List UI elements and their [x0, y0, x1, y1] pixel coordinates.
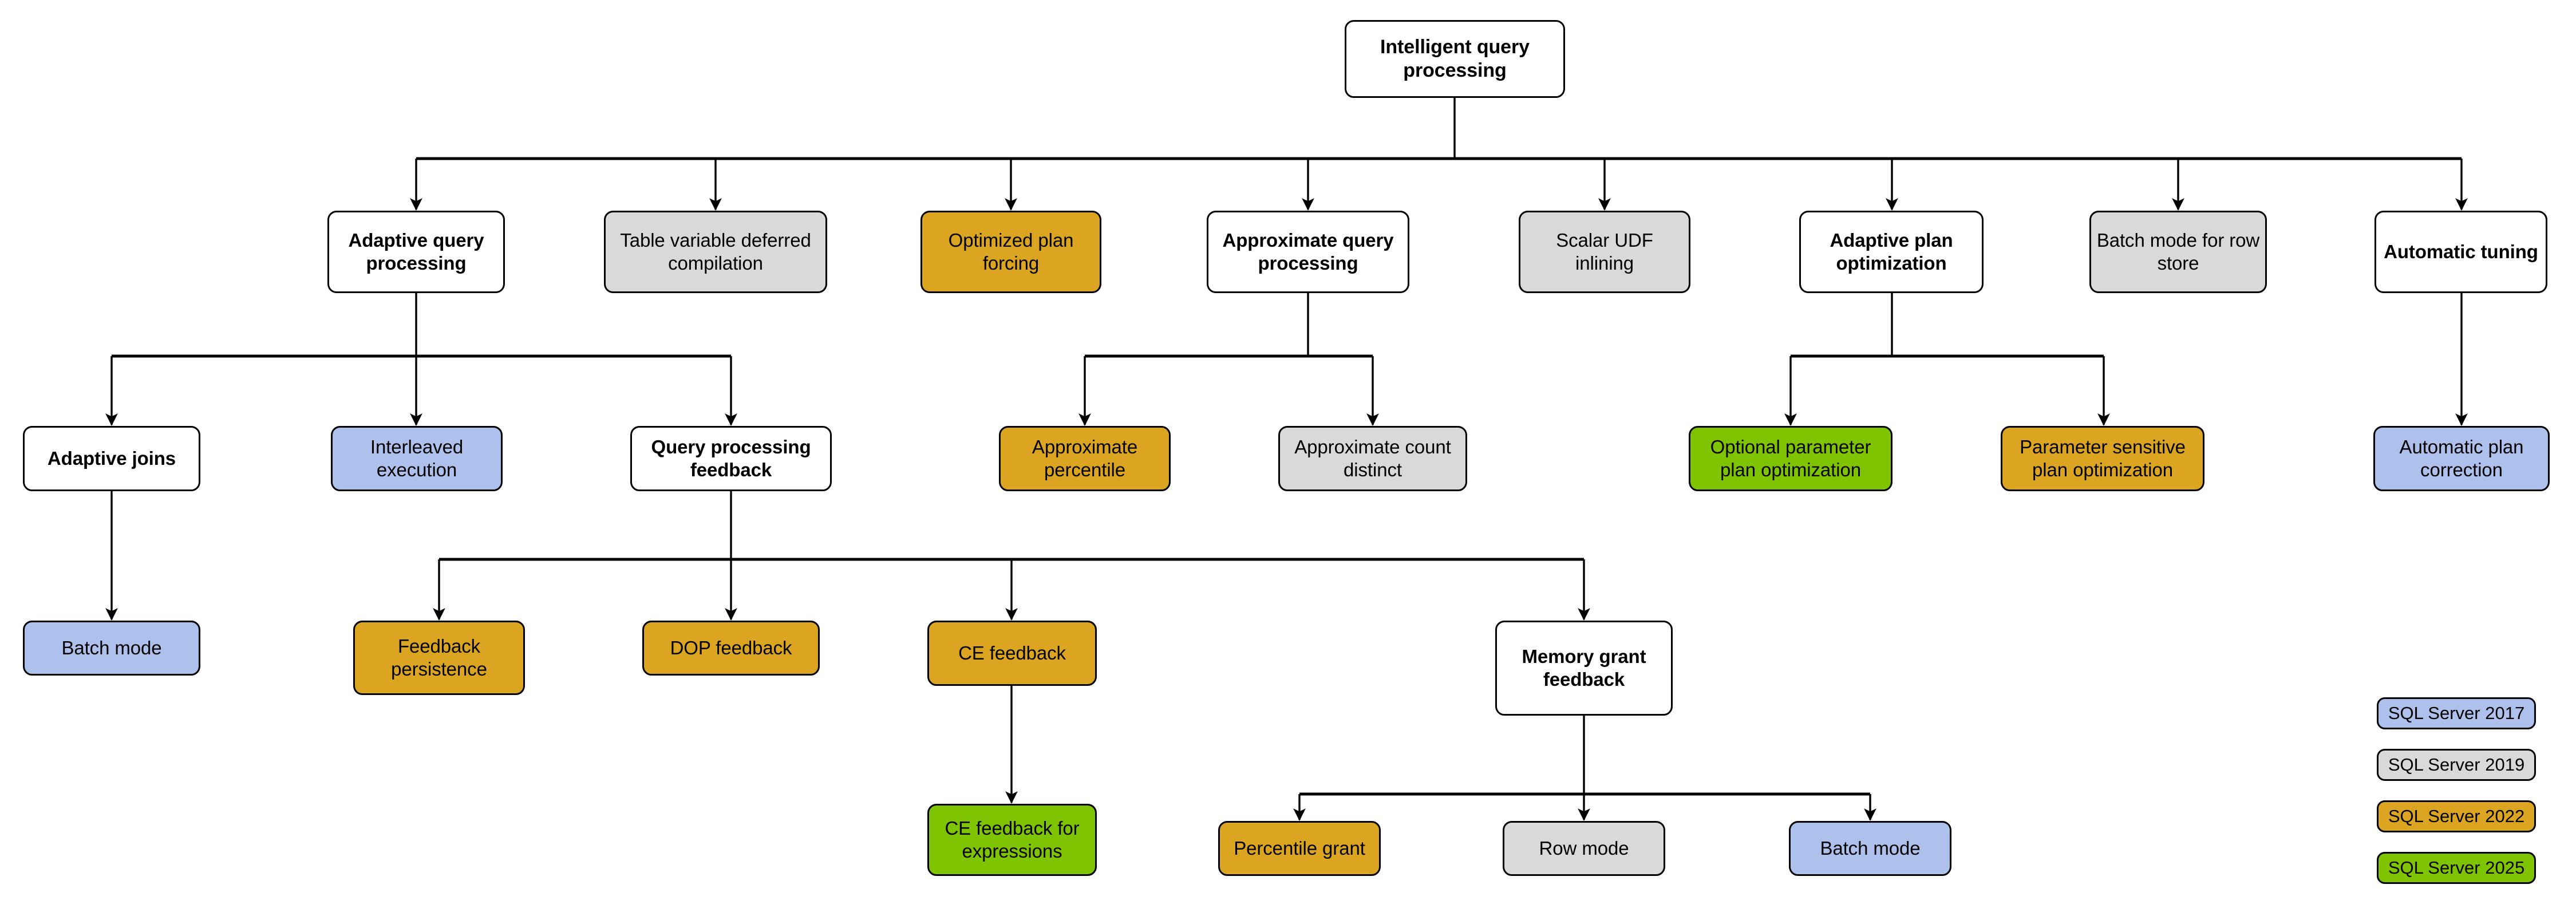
- node-approximate-count-distinct[interactable]: Approximate count distinct: [1278, 426, 1467, 491]
- node-approximate-query-processing[interactable]: Approximate query processing: [1207, 211, 1409, 293]
- node-ce-feedback-for-expressions[interactable]: CE feedback for expressions: [927, 804, 1097, 876]
- node-automatic-tuning[interactable]: Automatic tuning: [2374, 211, 2547, 293]
- node-intelligent-query-processing[interactable]: Intelligent query processing: [1345, 20, 1565, 98]
- node-parameter-sensitive-plan-optimization[interactable]: Parameter sensitive plan optimization: [2001, 426, 2204, 491]
- node-adaptive-plan-optimization[interactable]: Adaptive plan optimization: [1799, 211, 1984, 293]
- node-approximate-percentile[interactable]: Approximate percentile: [999, 426, 1171, 491]
- node-memory-grant-feedback[interactable]: Memory grant feedback: [1495, 621, 1673, 716]
- node-feedback-persistence[interactable]: Feedback persistence: [353, 621, 525, 695]
- legend-label: SQL Server 2017: [2388, 703, 2525, 723]
- node-dop-feedback[interactable]: DOP feedback: [642, 621, 820, 676]
- node-batch-mode-memory-grant[interactable]: Batch mode: [1789, 821, 1951, 876]
- legend-label: SQL Server 2025: [2388, 858, 2525, 878]
- node-ce-feedback[interactable]: CE feedback: [927, 621, 1097, 686]
- legend-item-sql-server-2022: SQL Server 2022: [2377, 800, 2536, 832]
- node-automatic-plan-correction[interactable]: Automatic plan correction: [2373, 426, 2550, 491]
- node-batch-mode-for-row-store[interactable]: Batch mode for row store: [2089, 211, 2267, 293]
- node-percentile-grant[interactable]: Percentile grant: [1218, 821, 1381, 876]
- node-table-variable-deferred-compilation[interactable]: Table variable deferred compilation: [604, 211, 827, 293]
- node-batch-mode-adaptive-joins[interactable]: Batch mode: [23, 621, 200, 676]
- node-optimized-plan-forcing[interactable]: Optimized plan forcing: [920, 211, 1101, 293]
- node-interleaved-execution[interactable]: Interleaved execution: [331, 426, 503, 491]
- node-optional-parameter-plan-optimization[interactable]: Optional parameter plan optimization: [1689, 426, 1893, 491]
- node-scalar-udf-inlining[interactable]: Scalar UDF inlining: [1519, 211, 1690, 293]
- node-adaptive-joins[interactable]: Adaptive joins: [23, 426, 200, 491]
- node-row-mode[interactable]: Row mode: [1503, 821, 1665, 876]
- node-query-processing-feedback[interactable]: Query processing feedback: [630, 426, 832, 491]
- legend-label: SQL Server 2019: [2388, 755, 2525, 775]
- legend-label: SQL Server 2022: [2388, 806, 2525, 826]
- node-adaptive-query-processing[interactable]: Adaptive query processing: [327, 211, 505, 293]
- legend-item-sql-server-2019: SQL Server 2019: [2377, 749, 2536, 781]
- legend-item-sql-server-2017: SQL Server 2017: [2377, 697, 2536, 729]
- legend-item-sql-server-2025: SQL Server 2025: [2377, 852, 2536, 884]
